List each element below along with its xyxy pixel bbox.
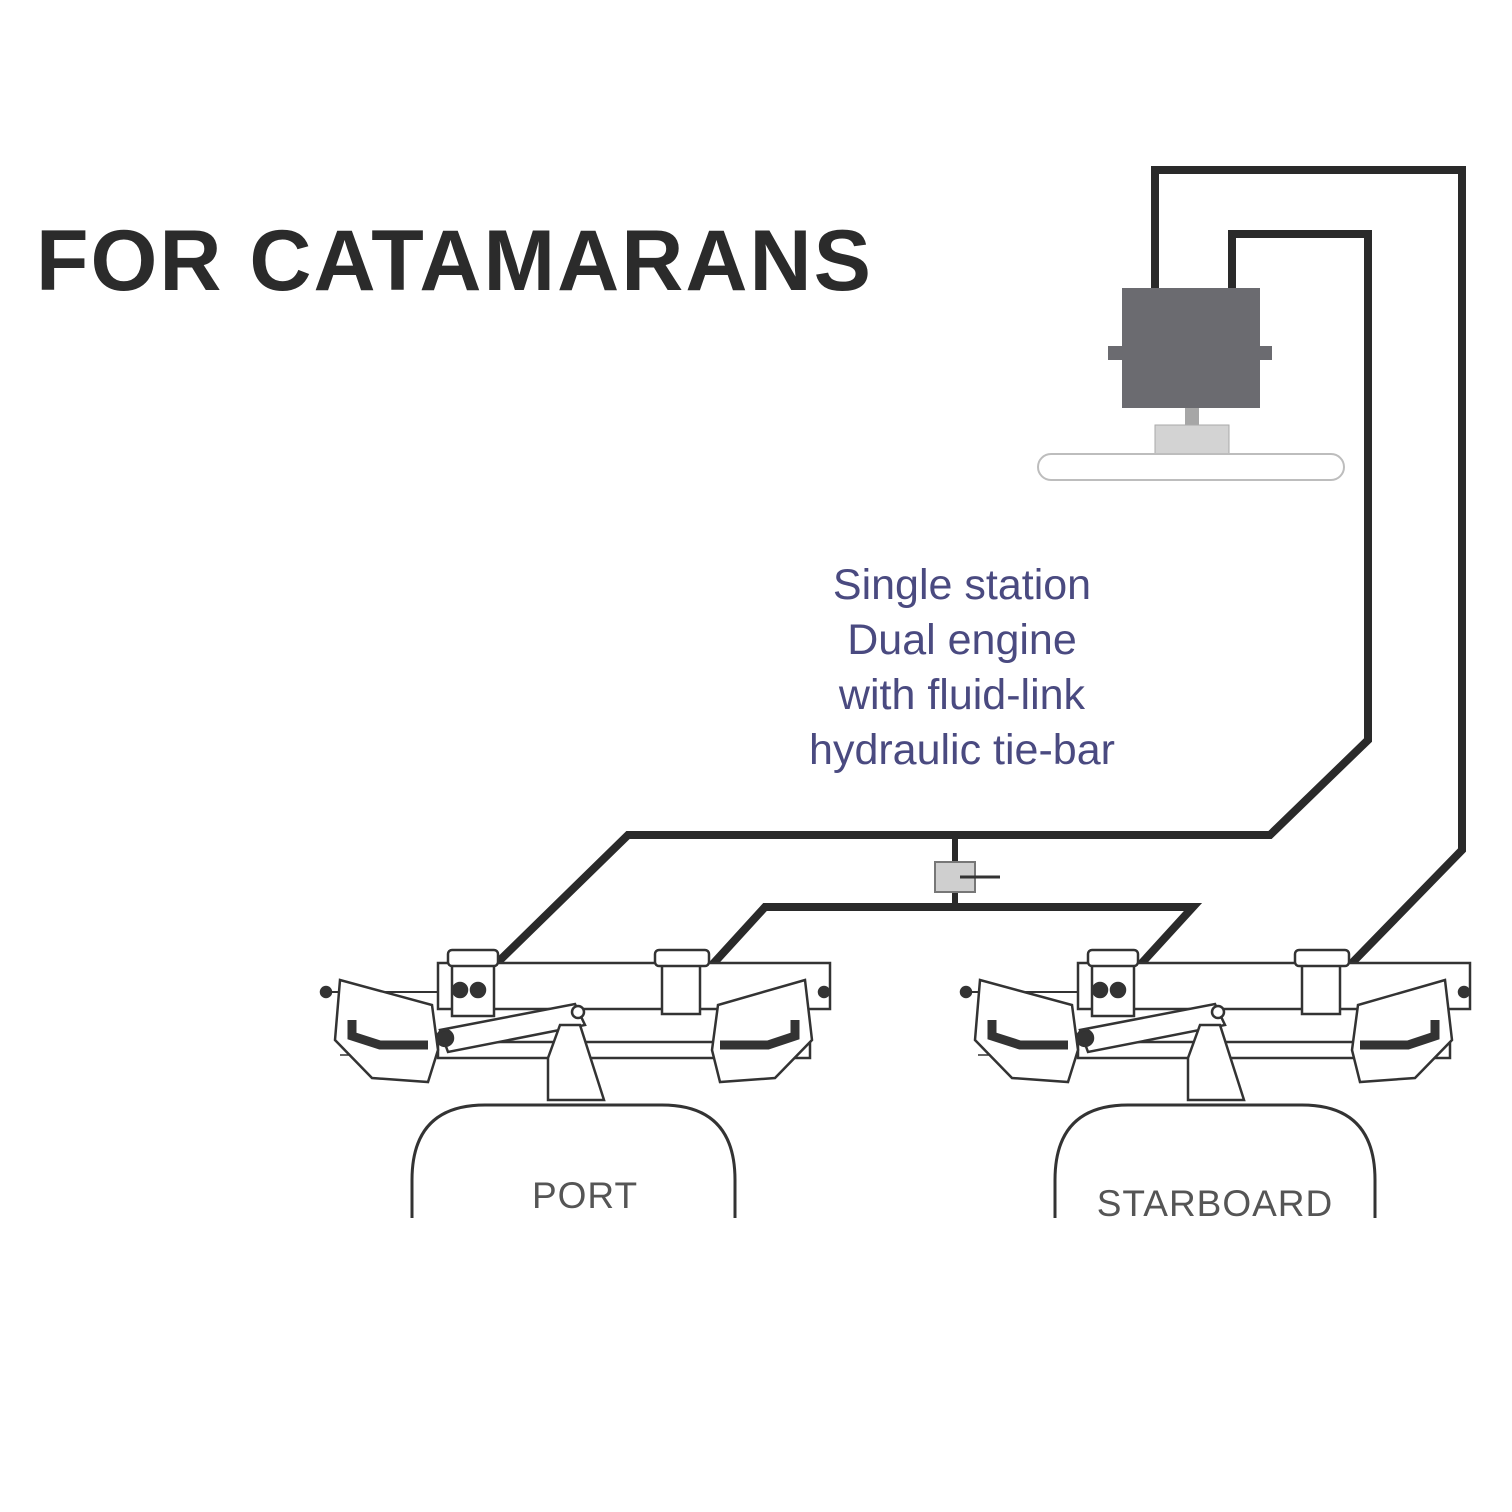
caption-line-4: hydraulic tie-bar bbox=[809, 726, 1115, 774]
caption-line-2: Dual engine bbox=[847, 616, 1077, 664]
steering-wheel bbox=[1037, 453, 1345, 481]
port-engine-mount bbox=[319, 948, 832, 1102]
caption-line-1: Single station bbox=[832, 561, 1092, 609]
page-title: FOR CATAMARANS bbox=[36, 213, 873, 309]
starboard-hull bbox=[1053, 1103, 1377, 1218]
outer-hose bbox=[1151, 166, 1466, 968]
hydraulic-hoses bbox=[492, 166, 1466, 968]
caption-line-3: with fluid-link bbox=[838, 671, 1086, 719]
tie-bar-hose bbox=[709, 903, 1203, 968]
starboard-hull-label: STARBOARD bbox=[1096, 1183, 1334, 1224]
port-hull-label: PORT bbox=[531, 1175, 639, 1216]
inner-hose bbox=[492, 230, 1372, 968]
helm-pump bbox=[1037, 288, 1345, 481]
diagram-caption: Single station Dual engine with fluid-li… bbox=[762, 558, 1162, 778]
fluid-link-valve bbox=[934, 861, 1000, 893]
port-hull bbox=[410, 1103, 737, 1218]
starboard-engine-mount bbox=[959, 948, 1472, 1102]
